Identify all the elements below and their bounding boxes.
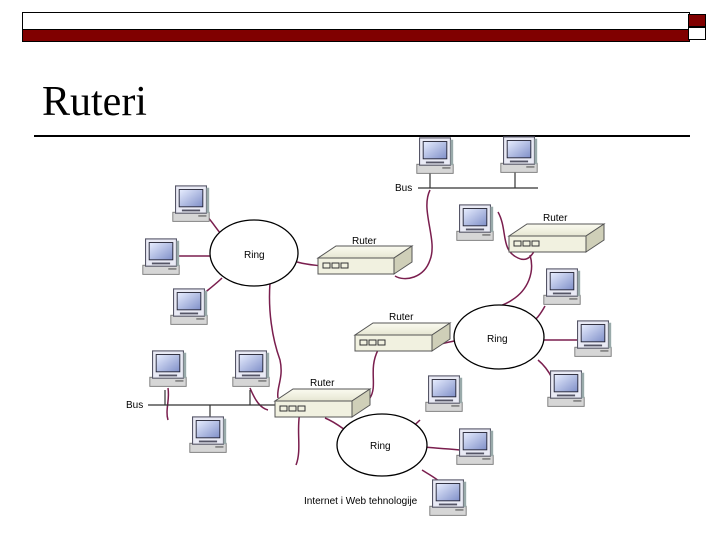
title-divider (34, 135, 690, 137)
ring-label: Ring (244, 250, 265, 261)
bus-label-left: Bus (126, 400, 143, 411)
corner-square-filled (688, 14, 706, 27)
router-label: Ruter (389, 312, 414, 323)
computer-icon (574, 320, 612, 357)
router-upper-middle: Ruter (316, 236, 414, 275)
computer-icon (416, 137, 454, 174)
title-bar-decoration (22, 12, 690, 42)
computer-icon (149, 350, 187, 387)
computer-icon (429, 479, 467, 516)
bus-label-top: Bus (395, 183, 412, 194)
computer-icon (543, 268, 581, 305)
slide-footer: Internet i Web tehnologije (304, 496, 418, 507)
ring-label: Ring (370, 441, 391, 452)
router-label: Ruter (543, 213, 568, 224)
computer-icon (456, 428, 494, 465)
bus-lines (148, 172, 538, 418)
computer-icon (500, 136, 538, 173)
router-label: Ruter (352, 236, 377, 247)
computer-icon (170, 288, 208, 325)
title-bar-accent (23, 29, 689, 41)
computer-icon (456, 204, 494, 241)
ring-label: Ring (487, 334, 508, 345)
slide-title: Ruteri (42, 79, 147, 125)
computer-icon (425, 375, 463, 412)
computer-icon (189, 416, 227, 453)
computer-icon (232, 350, 270, 387)
router-lower-left: Ruter (273, 378, 372, 418)
router-top-right: Ruter (507, 213, 606, 253)
computer-icon (142, 238, 180, 275)
router-center: Ruter (353, 312, 452, 352)
ring-left: Ring (209, 219, 299, 287)
ring-right: Ring (453, 304, 545, 370)
ring-bottom: Ring (336, 413, 428, 477)
corner-square-empty (688, 27, 706, 40)
router-label: Ruter (310, 378, 335, 389)
computer-icon (547, 370, 585, 407)
computer-icon (172, 185, 210, 222)
